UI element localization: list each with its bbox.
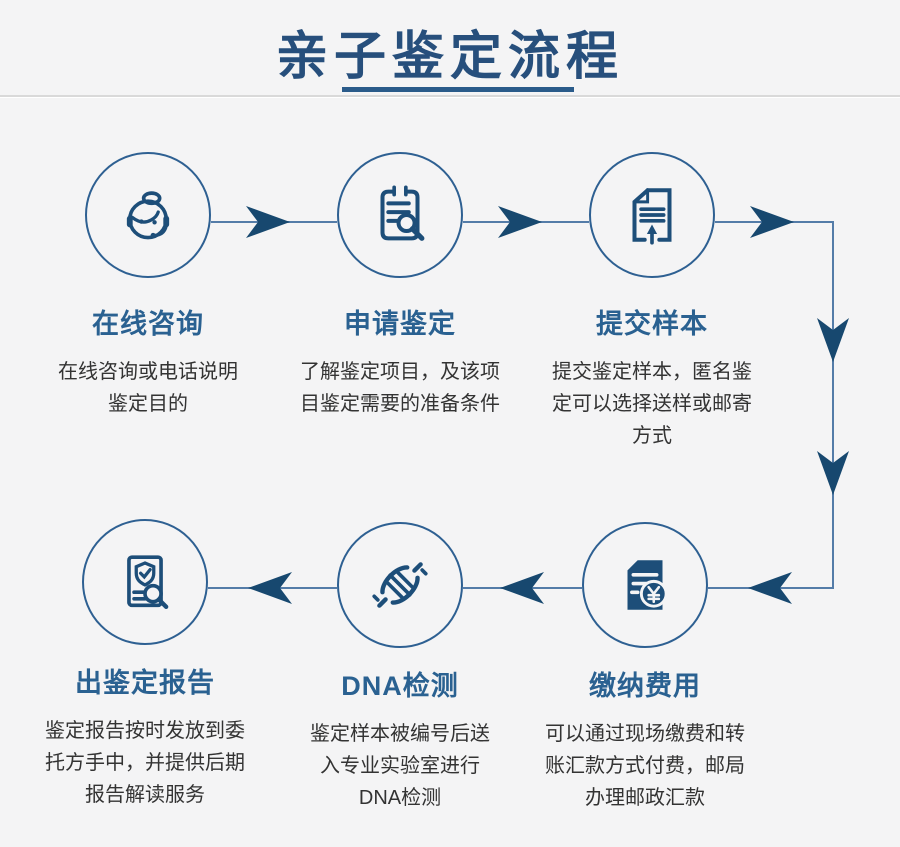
header-divider (0, 95, 900, 97)
step-title: 提交样本 (596, 309, 708, 339)
step-title: 出鉴定报告 (75, 668, 215, 698)
step-description: 在线咨询或电话说明 鉴定目的 (58, 361, 238, 415)
page-title: 亲子鉴定流程 (275, 28, 624, 86)
dna-icon (372, 562, 428, 608)
report-search-icon (127, 555, 169, 609)
step-description: 鉴定报告按时发放到委 托方手中，并提供后期 报告解读服务 (45, 720, 245, 806)
step-dna-test: DNA检测 鉴定样本被编号后送 入专业实验室进行 DNA检测 (270, 522, 530, 814)
arrow-down-icon (817, 451, 849, 495)
step-circle (82, 519, 208, 645)
step-description: 提交鉴定样本，匿名鉴 定可以选择送样或邮寄 方式 (552, 361, 752, 447)
arrow-down-icon (817, 318, 849, 362)
step-title: 申请鉴定 (344, 309, 456, 339)
step-title: DNA检测 (341, 671, 459, 701)
step-circle (337, 152, 463, 278)
step-description: 可以通过现场缴费和转 账汇款方式付费，邮局 办理邮政汇款 (545, 723, 745, 809)
step-circle (85, 152, 211, 278)
step-pay-fee: 缴纳费用 可以通过现场缴费和转 账汇款方式付费，邮局 办理邮政汇款 (515, 522, 775, 814)
title-underline (342, 87, 574, 92)
step-description: 了解鉴定项目，及该项 目鉴定需要的准备条件 (300, 361, 500, 415)
customer-service-icon (126, 191, 170, 240)
step-apply: 申请鉴定 了解鉴定项目，及该项 目鉴定需要的准备条件 (270, 152, 530, 420)
step-online-consult: 在线咨询 在线咨询或电话说明 鉴定目的 (18, 152, 278, 420)
arrow-left-icon (248, 572, 292, 604)
step-title: 在线咨询 (92, 309, 204, 339)
arrow-left-icon (500, 572, 544, 604)
document-upload-icon (632, 188, 672, 245)
payment-icon (627, 560, 668, 610)
step-title: 缴纳费用 (589, 671, 701, 701)
step-report: 出鉴定报告 鉴定报告按时发放到委 托方手中，并提供后期 报告解读服务 (15, 519, 275, 811)
step-circle (337, 522, 463, 648)
arrow-right-icon (498, 206, 542, 238)
step-description: 鉴定样本被编号后送 入专业实验室进行 DNA检测 (310, 723, 490, 809)
step-circle (582, 522, 708, 648)
arrow-left-icon (748, 572, 792, 604)
step-submit-sample: 提交样本 提交鉴定样本，匿名鉴 定可以选择送样或邮寄 方式 (522, 152, 782, 452)
step-circle (589, 152, 715, 278)
arrow-right-icon (246, 206, 290, 238)
clipboard-search-icon (380, 185, 425, 241)
arrow-right-icon (750, 206, 794, 238)
